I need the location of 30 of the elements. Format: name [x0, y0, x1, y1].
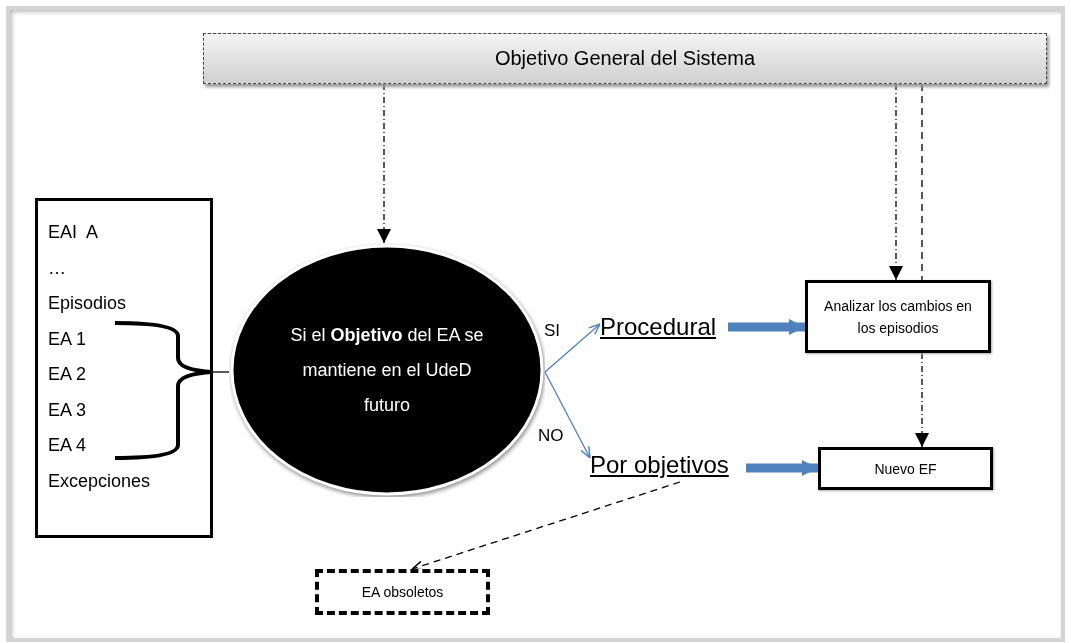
- arrow: [544, 371, 591, 459]
- list-item: EA 3: [48, 398, 88, 422]
- list-item: …: [48, 256, 67, 280]
- arrow: [377, 83, 391, 244]
- block-arrow: [746, 460, 818, 476]
- box-text: EA obsoletos: [361, 584, 444, 600]
- objective-banner: [203, 33, 1047, 84]
- list-item: EA 1: [48, 327, 88, 351]
- list-item: EA 2: [48, 363, 88, 386]
- process-box: [818, 447, 993, 490]
- list-item: EAI A: [48, 221, 100, 244]
- list-item: EA 4: [48, 434, 88, 457]
- connector-line: [212, 371, 230, 373]
- block-arrow: [728, 319, 805, 335]
- list-box: [35, 198, 213, 538]
- obsolete-box: [315, 569, 490, 615]
- list-item: Excepciones: [48, 469, 152, 493]
- banner-text: Objetivo General del Sistema: [494, 47, 756, 70]
- arrow: [544, 323, 601, 373]
- option-label: Por objetivos: [590, 451, 729, 479]
- box-text: Nuevo EF: [874, 459, 937, 479]
- arrow: [411, 481, 681, 571]
- connector-line: [921, 83, 923, 281]
- arrow: [889, 83, 903, 281]
- process-box: [805, 280, 991, 353]
- decision-text: Si el Objetivo del EA se mantiene en el UdeD futuro: [289, 323, 485, 417]
- arrow: [915, 352, 929, 448]
- box-text: Analizar los cambios en los episodios: [823, 296, 973, 338]
- list-item: Episodios: [48, 292, 128, 315]
- option-label: Procedural: [600, 313, 717, 341]
